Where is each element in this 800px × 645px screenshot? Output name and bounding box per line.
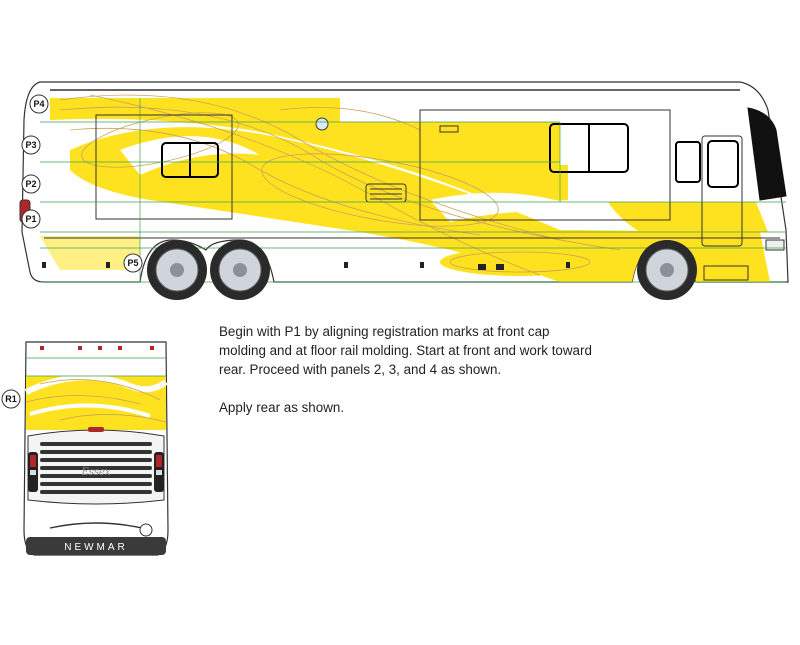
- rear-taillights: [28, 452, 164, 492]
- windshield: [747, 107, 787, 201]
- side-features: [19, 89, 787, 281]
- panel-marker-p4: P4: [29, 94, 49, 114]
- entry-door: [701, 135, 743, 247]
- panel-marker-p2-label: P2: [25, 179, 36, 189]
- panel-marker-p1: P1: [21, 209, 41, 229]
- bay-markers: [42, 262, 570, 270]
- panel-marker-r1: R1: [1, 389, 21, 409]
- panel-marker-p3-label: P3: [25, 140, 36, 150]
- rear-grille: [40, 442, 152, 494]
- rear-roof-marks: [40, 346, 154, 350]
- instruction-step-panels: Begin with P1 by aligning registration m…: [219, 324, 592, 377]
- coach-side-view: P4 P3 P2 P1 P5: [19, 81, 789, 300]
- panel-marker-p5-label: P5: [127, 258, 138, 268]
- rear-graphic-swirls: [24, 374, 168, 423]
- instruction-step-rear: Apply rear as shown.: [219, 400, 345, 415]
- rear-model-script: Essex: [80, 467, 110, 478]
- roof-ac-marker: [315, 117, 329, 131]
- side-graphic-swirls: [59, 94, 621, 276]
- panel-marker-p2: P2: [21, 174, 41, 194]
- slideout-left: [95, 114, 233, 220]
- slideout-right: [419, 109, 671, 221]
- wheels: [147, 240, 697, 300]
- panel-marker-p5: P5: [123, 253, 143, 273]
- panel-marker-p4-label: P4: [33, 99, 44, 109]
- headlight: [765, 239, 785, 251]
- rear-badge: NEWMAR: [64, 542, 128, 553]
- coach-rear-view: Essex NEWMAR R1: [1, 341, 169, 556]
- window-3: [675, 141, 701, 183]
- install-instructions: Begin with P1 by aligning registration m…: [219, 322, 599, 436]
- rear-bumper-swoosh: [49, 522, 143, 529]
- panel-marker-r1-label: R1: [5, 394, 17, 404]
- panel-marker-p1-label: P1: [25, 214, 36, 224]
- wheel-rear-2: [210, 240, 270, 300]
- panel-marker-p3: P3: [21, 135, 41, 155]
- panel-markers: P4 P3 P2 P1 P5: [21, 94, 143, 273]
- wheel-rear-1: [147, 240, 207, 300]
- rear-bumper: [26, 537, 166, 555]
- rear-registration-lines: [26, 357, 166, 377]
- wheel-front: [637, 240, 697, 300]
